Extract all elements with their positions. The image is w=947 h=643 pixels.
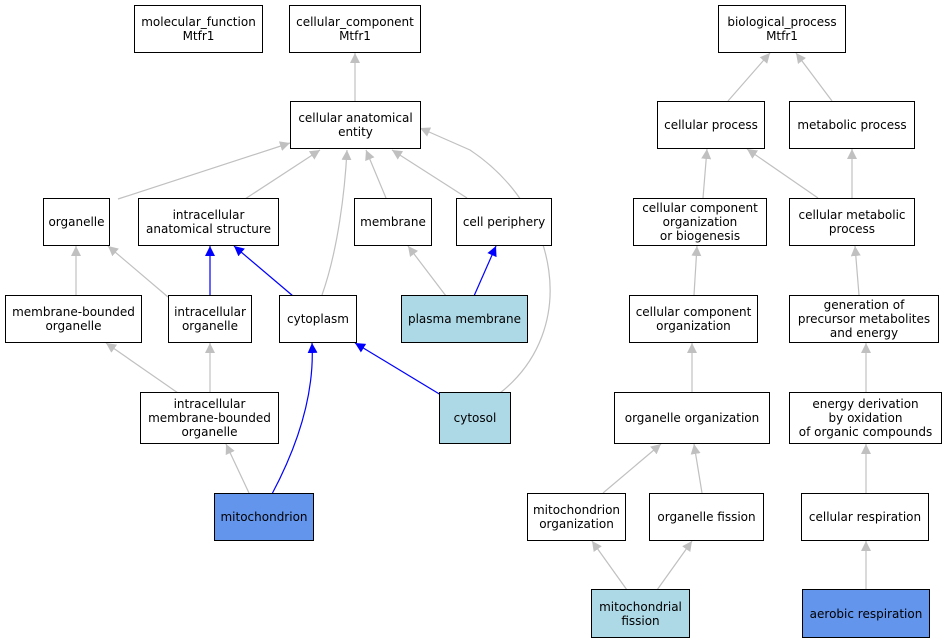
node-cellular-component[interactable]: cellular_component Mtfr1 — [289, 5, 421, 53]
edge-pm-to-mem — [407, 245, 447, 297]
node-cellular-process[interactable]: cellular process — [657, 101, 765, 149]
edge-gpme-to-cmp — [850, 245, 861, 296]
node-cell-periphery[interactable]: cell periphery — [456, 198, 552, 246]
node-membrane-bounded-organelle[interactable]: membrane-bounded organelle — [5, 295, 142, 343]
edge-of-to-oo — [690, 443, 703, 494]
node-intracellular-organelle[interactable]: intracellular organelle — [168, 295, 252, 343]
node-intracellular-membrane-bounded-organelle[interactable]: intracellular membrane-bounded organelle — [140, 392, 279, 444]
edge-mf2-to-of — [656, 540, 693, 591]
edge-mf2-to-mo — [591, 540, 628, 591]
edge-metp-to-bp — [795, 52, 833, 102]
node-biological-process[interactable]: biological_process Mtfr1 — [718, 5, 846, 53]
edge-cytosol-to-cyto — [354, 342, 442, 396]
edge-cmp-to-cp — [746, 148, 819, 199]
edge-cytosol-to-cae — [419, 127, 551, 394]
node-molecular-function[interactable]: molecular_function Mtfr1 — [134, 5, 263, 53]
edge-io-to-org — [107, 245, 169, 298]
node-cytosol[interactable]: cytosol — [439, 392, 511, 444]
edge-mem-to-cae — [365, 149, 387, 199]
node-mitochondrion[interactable]: mitochondrion — [214, 493, 314, 541]
edge-ccob-to-cp — [701, 148, 712, 199]
node-generation-of-precursor-metabolites[interactable]: generation of precursor metabolites and … — [789, 295, 939, 343]
node-plasma-membrane[interactable]: plasma membrane — [401, 295, 528, 343]
node-organelle[interactable]: organelle — [43, 198, 110, 246]
node-organelle-organization[interactable]: organelle organization — [614, 392, 770, 444]
edge-mito-to-imbo — [225, 443, 250, 494]
node-cellular-component-organization-or-biogenesis[interactable]: cellular component organization or bioge… — [633, 198, 767, 246]
edge-cyto-to-cae — [321, 149, 352, 296]
node-intracellular-anatomical-structure[interactable]: intracellular anatomical structure — [138, 198, 279, 246]
node-membrane[interactable]: membrane — [354, 198, 432, 246]
edge-pm-to-cper — [473, 245, 497, 297]
edge-ias-to-cae — [244, 149, 321, 200]
edge-cp-to-bp — [727, 52, 771, 102]
edge-cper-to-cae — [391, 149, 468, 199]
edge-mito-to-cyto — [271, 342, 318, 495]
node-cellular-component-organization[interactable]: cellular component organization — [629, 295, 758, 343]
edge-cco-to-ccob — [691, 245, 702, 296]
edge-mo-to-oo — [602, 443, 662, 494]
edge-imbo-to-mbo — [105, 342, 179, 394]
node-aerobic-respiration[interactable]: aerobic respiration — [802, 589, 930, 638]
edge-cyto-to-ias — [233, 245, 294, 297]
node-cellular-respiration[interactable]: cellular respiration — [801, 493, 929, 541]
node-metabolic-process[interactable]: metabolic process — [789, 101, 915, 149]
node-organelle-fission[interactable]: organelle fission — [649, 493, 764, 541]
node-mitochondrion-organization[interactable]: mitochondrion organization — [527, 493, 626, 541]
edge-org-to-cae — [117, 141, 291, 200]
node-mitochondrial-fission[interactable]: mitochondrial fission — [591, 589, 690, 638]
node-cellular-anatomical-entity[interactable]: cellular anatomical entity — [290, 101, 421, 149]
node-cytoplasm[interactable]: cytoplasm — [279, 295, 357, 343]
node-cellular-metabolic-process[interactable]: cellular metabolic process — [789, 198, 915, 246]
node-energy-derivation-by-oxidation[interactable]: energy derivation by oxidation of organi… — [789, 392, 942, 444]
